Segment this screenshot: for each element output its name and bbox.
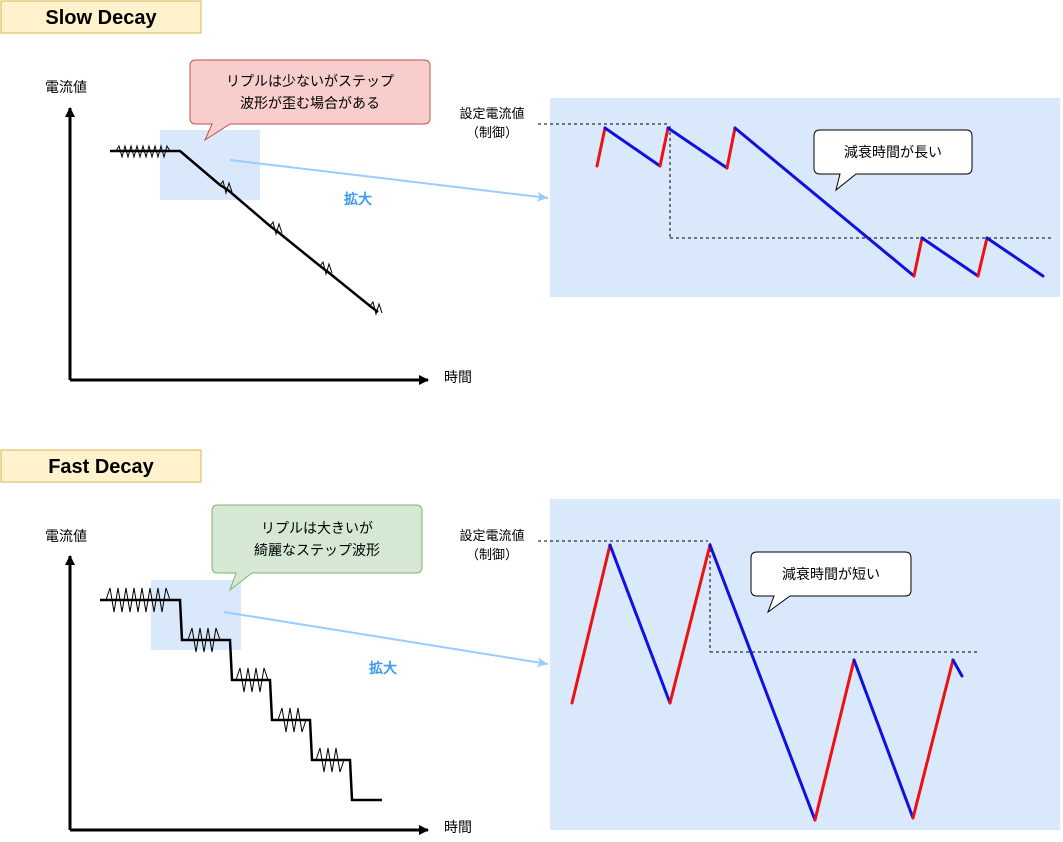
fast-zoom-arrow [223,611,549,668]
fast-title-box [0,449,202,483]
slow-ripple-3 [269,220,283,236]
slow-zoom-waveform [595,126,1045,278]
fast-decay-3 [852,658,915,820]
slow-callout-line1: リプルは少ないがステップ [226,74,394,90]
fast-rise-2 [668,543,712,705]
fast-decay-note-text: 減衰時間が短い [782,566,880,583]
fast-setpoint-label-2: （制御） [466,548,518,563]
fast-waveform [100,598,382,802]
slow-decay-3 [733,126,916,278]
slow-decay-4 [920,236,980,278]
fast-ripple-5 [315,747,345,773]
slow-ripple-5 [369,300,383,316]
fast-ripple-4 [277,707,307,733]
slow-ripple-2 [219,179,233,195]
slow-rise-5 [976,236,989,278]
fast-zoom-panel [550,499,1060,830]
fast-zoom-waveform [570,543,964,822]
slow-zoom-arrow [229,159,549,202]
fast-rise-3 [813,658,856,822]
slow-zoom-region [160,130,260,200]
fast-callout [211,504,423,592]
fast-ripple-1 [105,587,171,613]
slow-decay-section: Slow Decay 電流値 時間 リプルは少ないがステップ 波形が歪む場合があ… [0,0,1060,386]
slow-rise-1 [595,126,607,168]
slow-decay-2 [666,126,729,170]
fast-ripple-3 [235,667,269,693]
slow-setpoint-label-2: （制御） [466,126,518,141]
fast-callout-line2: 綺麗なステップ波形 [254,543,380,559]
fast-decay-1 [608,543,672,705]
slow-callout [189,59,431,142]
fast-zoom-region [151,580,241,650]
fast-title: Fast Decay [48,456,154,478]
slow-decay-5 [985,236,1045,278]
slow-setpoint-label-1: 設定電流値 [459,106,524,122]
slow-ripple-4 [319,260,333,276]
slow-y-axis-label: 電流値 [45,80,87,96]
slow-zoom-label: 拡大 [344,191,372,208]
slow-ripple-1 [115,144,171,159]
fast-decay-2 [708,543,817,822]
fast-setpoint-label-1: 設定電流値 [459,528,524,544]
slow-decay-1 [603,126,662,168]
slow-rise-2 [658,126,670,168]
fast-x-axis-label: 時間 [444,820,472,836]
fast-ripple-2 [187,627,221,653]
slow-callout-line2: 波形が歪む場合がある [240,96,380,112]
slow-decay-note-text: 減衰時間が長い [844,144,942,161]
fast-callout-line1: リプルは大きいが [261,521,373,537]
slow-title: Slow Decay [45,7,157,29]
slow-rise-3 [725,126,737,170]
fast-rise-1 [570,543,612,705]
slow-rise-4 [912,236,924,278]
fast-y-axis-label: 電流値 [45,529,87,545]
fast-rise-4 [911,658,955,820]
fast-decay-4 [951,658,964,678]
slow-zoom-panel [550,98,1060,297]
fast-decay-note [750,551,912,614]
slow-x-axis-label: 時間 [444,370,472,386]
fast-zoom-label: 拡大 [369,660,397,677]
slow-waveform [110,149,379,313]
slow-decay-note [813,129,973,192]
fast-decay-section: Fast Decay 電流値 時間 リプルは大きいが 綺麗なステップ波形 拡大 … [0,449,1060,836]
slow-title-box [0,0,202,34]
